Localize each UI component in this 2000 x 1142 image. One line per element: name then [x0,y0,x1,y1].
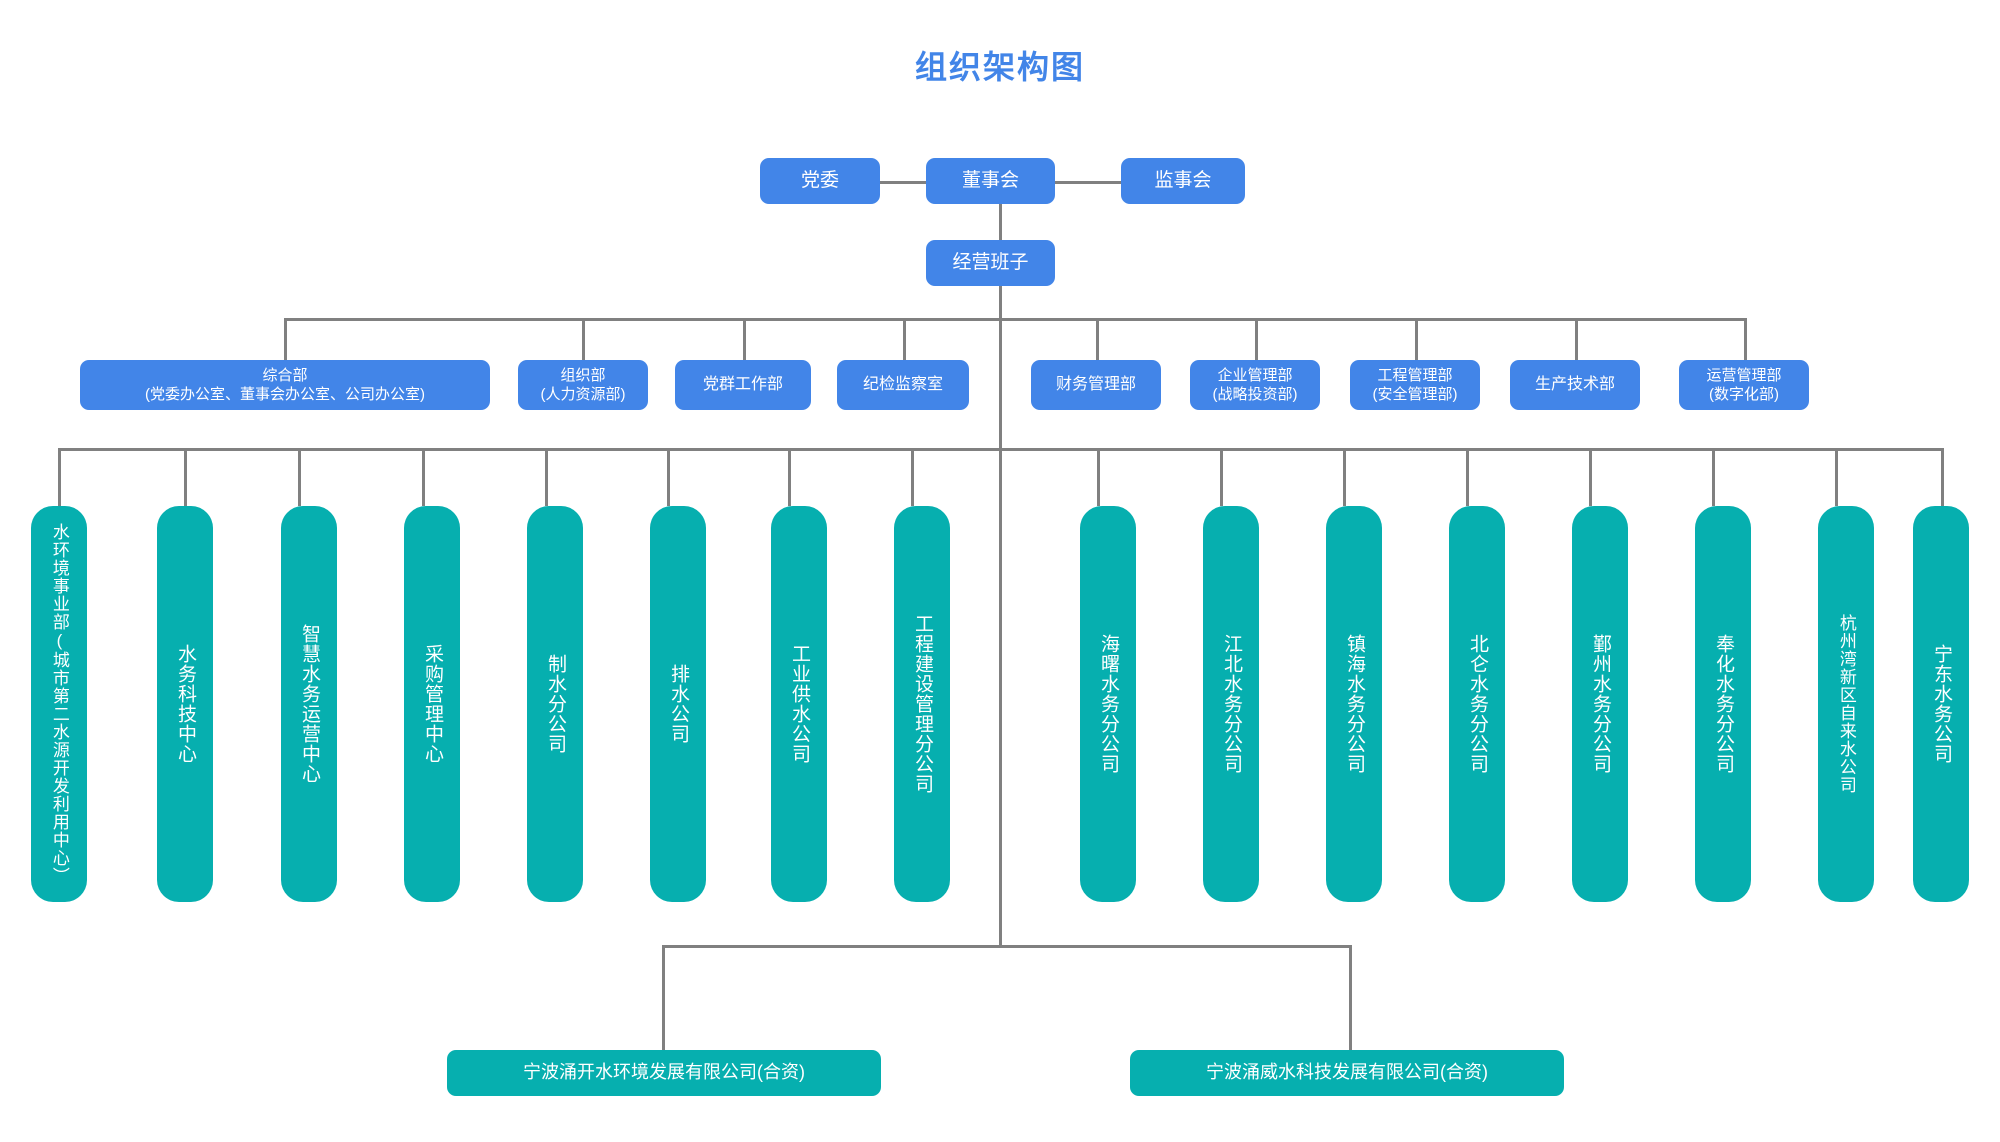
node-subsidiary-drainage-company[interactable]: 排水公司 [650,506,706,902]
connector-drop-sub-16 [1941,448,1944,506]
connector-main-trunk [999,286,1002,948]
connector-department-bus [284,318,1746,321]
connector-drop-jv-2 [1349,945,1352,1050]
connector-drop-sub-2 [184,448,187,506]
connector-board-to-supervisors [1055,181,1121,184]
department-label: 财务管理部 [1055,375,1136,393]
node-subsidiary-water-environment-division[interactable]: 水环境事业部(城市第二水源开发利用中心） [31,506,87,902]
node-subsidiary-water-production-branch[interactable]: 制水分公司 [527,506,583,902]
node-department-organization[interactable]: 组织部 (人力资源部) [518,360,648,410]
connector-drop-dept-6 [1255,318,1258,360]
connector-party-to-board [880,181,926,184]
node-subsidiary-ningdong-water[interactable]: 宁东水务公司 [1913,506,1969,902]
department-label: 运营管理部 (数字化部) [1706,366,1782,403]
connector-drop-dept-3 [743,318,746,360]
connector-drop-dept-1 [284,318,287,360]
connector-drop-dept-9 [1744,318,1747,360]
node-subsidiary-haishu-branch[interactable]: 海曙水务分公司 [1080,506,1136,902]
node-subsidiary-hangzhouwan-waterworks[interactable]: 杭州湾新区自来水公司 [1818,506,1874,902]
connector-subsidiary-bus [58,448,1942,451]
node-department-engineering-management[interactable]: 工程管理部 (安全管理部) [1350,360,1480,410]
connector-drop-sub-14 [1712,448,1715,506]
department-label: 企业管理部 (战略投资部) [1212,366,1298,403]
department-label: 纪检监察室 [862,375,943,393]
node-subsidiary-water-technology-center[interactable]: 水务科技中心 [157,506,213,902]
node-management-team[interactable]: 经营班子 [926,240,1055,286]
connector-drop-dept-8 [1575,318,1578,360]
node-subsidiary-yinzhou-branch[interactable]: 鄞州水务分公司 [1572,506,1628,902]
connector-drop-sub-12 [1466,448,1469,506]
connector-drop-sub-10 [1220,448,1223,506]
node-department-operations-management[interactable]: 运营管理部 (数字化部) [1679,360,1809,410]
connector-drop-sub-11 [1343,448,1346,506]
node-department-party-mass-work[interactable]: 党群工作部 [675,360,811,410]
connector-drop-sub-5 [545,448,548,506]
node-subsidiary-industrial-water-supply[interactable]: 工业供水公司 [771,506,827,902]
node-joint-venture-yongwei[interactable]: 宁波涌威水科技发展有限公司(合资) [1130,1050,1564,1096]
connector-drop-dept-4 [903,318,906,360]
node-subsidiary-fenghua-branch[interactable]: 奉化水务分公司 [1695,506,1751,902]
node-department-finance[interactable]: 财务管理部 [1031,360,1161,410]
connector-drop-sub-13 [1589,448,1592,506]
department-label: 综合部 (党委办公室、董事会办公室、公司办公室) [145,366,425,403]
connector-drop-sub-3 [298,448,301,506]
connector-drop-dept-7 [1415,318,1418,360]
connector-drop-sub-6 [667,448,670,506]
node-department-discipline-inspection[interactable]: 纪检监察室 [837,360,969,410]
node-subsidiary-jiangbei-branch[interactable]: 江北水务分公司 [1203,506,1259,902]
node-department-production-technology[interactable]: 生产技术部 [1510,360,1640,410]
node-department-enterprise-management[interactable]: 企业管理部 (战略投资部) [1190,360,1320,410]
node-subsidiary-procurement-center[interactable]: 采购管理中心 [404,506,460,902]
node-board-of-supervisors[interactable]: 监事会 [1121,158,1245,204]
connector-drop-sub-7 [788,448,791,506]
node-party-committee[interactable]: 党委 [760,158,880,204]
node-subsidiary-zhenhai-branch[interactable]: 镇海水务分公司 [1326,506,1382,902]
page-title: 组织架构图 [914,49,1085,85]
connector-drop-sub-9 [1097,448,1100,506]
connector-drop-sub-8 [911,448,914,506]
node-board-of-directors[interactable]: 董事会 [926,158,1055,204]
department-label: 生产技术部 [1534,375,1615,393]
connector-drop-dept-5 [1096,318,1099,360]
connector-joint-venture-bus [662,945,1352,948]
department-label: 党群工作部 [702,375,783,393]
node-subsidiary-engineering-construction-branch[interactable]: 工程建设管理分公司 [894,506,950,902]
node-department-general-affairs[interactable]: 综合部 (党委办公室、董事会办公室、公司办公室) [80,360,490,410]
department-label: 组织部 (人力资源部) [540,366,626,403]
connector-board-to-management [999,204,1002,240]
connector-drop-sub-1 [58,448,61,506]
department-label: 工程管理部 (安全管理部) [1372,366,1458,403]
connector-drop-jv-1 [662,945,665,1050]
connector-drop-sub-4 [422,448,425,506]
connector-drop-dept-2 [582,318,585,360]
connector-drop-sub-15 [1835,448,1838,506]
node-joint-venture-yongkai[interactable]: 宁波涌开水环境发展有限公司(合资) [447,1050,881,1096]
node-subsidiary-smart-water-operations-center[interactable]: 智慧水务运营中心 [281,506,337,902]
node-subsidiary-beilun-branch[interactable]: 北仑水务分公司 [1449,506,1505,902]
